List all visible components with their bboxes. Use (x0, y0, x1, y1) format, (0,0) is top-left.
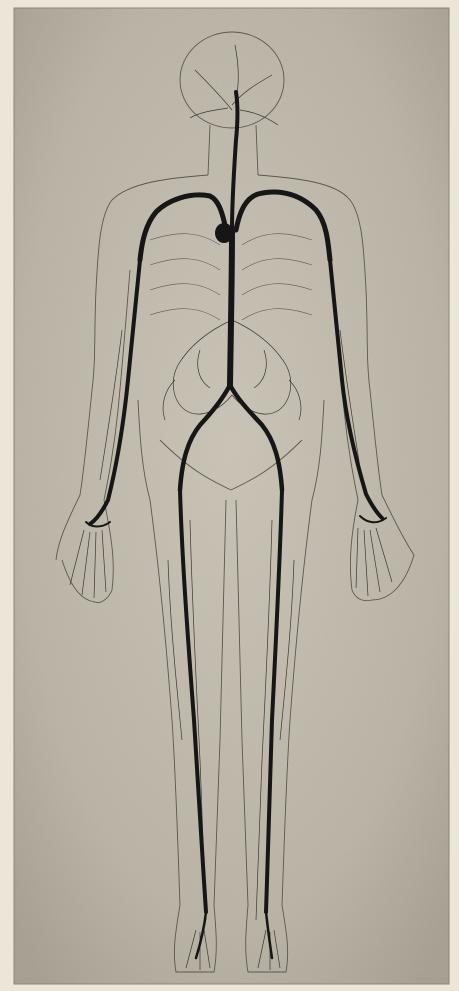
descending-aorta (230, 232, 232, 385)
